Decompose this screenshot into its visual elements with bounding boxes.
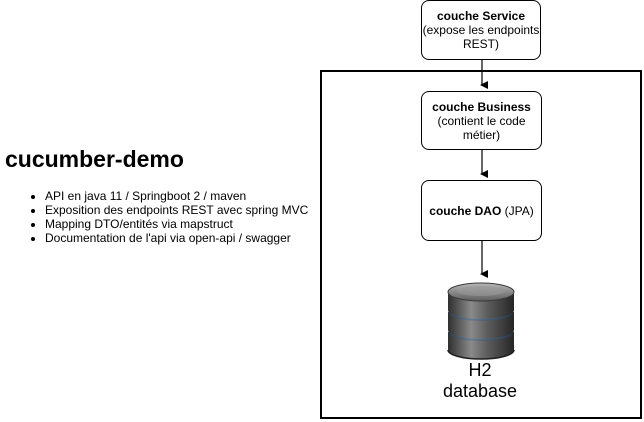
page-title: cucumber-demo [5,146,184,172]
dao-layer-box: couche DAO (JPA) [421,180,542,241]
dao-layer-desc: (JPA) [504,203,534,218]
database-icon [447,282,515,360]
service-layer-box: couche Service (expose les endpoints RES… [421,0,541,60]
feature-item: Documentation de l'api via open-api / sw… [45,231,308,245]
feature-item: Mapping DTO/entités via mapstruct [45,217,308,231]
service-layer-desc-2: REST) [463,37,499,51]
backend-container [320,70,642,419]
service-layer-desc-1: (expose les endpoints [422,23,540,37]
database-label-line-1: H2 [468,360,492,380]
business-layer-box: couche Business (contient le code métier… [421,91,542,150]
business-layer-desc-1: (contient le code [437,113,526,128]
database-label: H2 database [420,360,540,402]
feature-list: API en java 11 / Springboot 2 / maven Ex… [27,189,308,245]
feature-item: API en java 11 / Springboot 2 / maven [45,189,308,203]
database-label-line-2: database [442,381,518,401]
feature-item: Exposition des endpoints REST avec sprin… [45,203,308,217]
service-layer-name: couche Service [436,9,526,23]
business-layer-desc-2: métier) [462,127,501,142]
dao-layer-name: couche DAO [429,203,502,218]
business-layer-name: couche Business [432,99,531,114]
dao-layer-text: couche DAO (JPA) [429,204,533,218]
